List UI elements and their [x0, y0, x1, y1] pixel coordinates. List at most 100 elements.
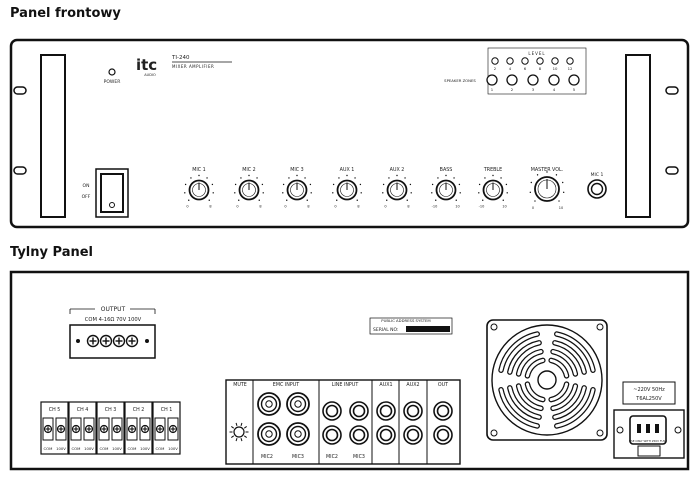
channel-100v-label: 100V: [168, 446, 178, 451]
power-socket-note: USE ONLY WITH 250V FUSE: [629, 439, 667, 443]
knob-tick: [198, 174, 200, 177]
level-led: [551, 57, 559, 65]
knob-tick: [332, 192, 334, 194]
knob-tick: [506, 192, 508, 194]
knob-tick: [359, 183, 362, 186]
level-value: 6: [524, 66, 527, 71]
speaker-zone-button[interactable]: [506, 74, 518, 86]
fan-slot-inner: [517, 384, 543, 410]
knob-tick: [360, 192, 362, 194]
speaker-zone-button[interactable]: [548, 74, 560, 86]
fan-slot-inner: [549, 382, 569, 402]
rca-jack-inner: [325, 428, 339, 442]
knob-label: MASTER VOL.: [531, 167, 563, 173]
pa-system-label: PUBLIC ADDRESS SYSTEM: [381, 318, 430, 323]
mute-dial-tick: [240, 422, 243, 426]
rca-jack-inner: [352, 428, 366, 442]
zone-block-outline: [487, 47, 587, 95]
knob-tick: [396, 174, 398, 177]
knob-tick: [286, 199, 288, 201]
knob-tick: [310, 192, 312, 194]
level-led: [506, 57, 514, 65]
knob-tick: [492, 174, 494, 177]
fan-slot-inner: [553, 341, 586, 374]
level-value: 4: [509, 66, 512, 71]
power-led: [108, 68, 116, 76]
mute-dial[interactable]: [233, 426, 245, 438]
fan-ring-outer: [491, 324, 603, 436]
fan-slot-inner: [508, 386, 541, 419]
line-mic2-label: MIC2: [326, 454, 338, 460]
xlr-jack-core: [294, 400, 302, 408]
channel-com-label: COM: [156, 446, 165, 451]
knob-min-label: -10: [432, 205, 438, 209]
power-switch[interactable]: [100, 173, 124, 213]
knob-tick: [459, 192, 461, 194]
knob-max-label: 10: [455, 205, 459, 209]
line-input-label: LINE INPUT: [332, 382, 359, 388]
level-label: LEVEL: [528, 51, 545, 56]
level-value: 2: [494, 66, 497, 71]
rca-jack-inner: [379, 428, 393, 442]
knob-tick: [356, 199, 358, 201]
knob-tick: [306, 199, 308, 201]
knob-tick: [212, 192, 214, 194]
knob-tick: [482, 199, 484, 201]
knob-tick: [435, 199, 437, 201]
fan-slot-inner: [525, 358, 545, 378]
knob-tick: [336, 199, 338, 201]
knob-tick: [455, 199, 457, 201]
iec-pin: [637, 424, 641, 433]
mic3-label: MIC3: [292, 454, 304, 460]
speaker-zone-button[interactable]: [486, 74, 498, 86]
fuse-label: T6AL250V: [635, 396, 662, 402]
xlr-jack-core: [265, 400, 273, 408]
mute-label: MUTE: [233, 382, 247, 388]
knob-tick: [282, 183, 285, 186]
knob-tick: [309, 183, 312, 186]
fan-slot-inner: [508, 341, 541, 374]
rca-jack-inner: [352, 404, 366, 418]
fan-hub: [537, 370, 557, 390]
knob-tick: [208, 199, 210, 201]
model-description: MIXER AMPLIFIER: [172, 64, 214, 69]
knob-max-label: 8: [259, 205, 261, 209]
knob-tick: [261, 183, 264, 186]
knob-tick: [190, 177, 192, 179]
knob-tick: [536, 174, 539, 176]
speaker-zone-button[interactable]: [568, 74, 580, 86]
fan-screw: [596, 323, 604, 331]
rca-jack-inner: [406, 404, 420, 418]
channel-label: CH 5: [49, 407, 61, 413]
plate-screw: [145, 339, 149, 343]
level-led: [536, 57, 544, 65]
fan-slot-inner: [525, 382, 545, 402]
rack-hole: [665, 166, 679, 175]
fan-screw: [490, 429, 498, 437]
fuse-holder[interactable]: [637, 445, 661, 457]
knob-tick: [206, 177, 208, 179]
channel-label: CH 3: [105, 407, 117, 413]
mic2-label: MIC2: [261, 454, 273, 460]
level-led: [491, 57, 499, 65]
itc-logo: itc AUDIO: [136, 56, 157, 77]
speaker-zones-label: SPEAKER ZONES: [444, 78, 476, 83]
emc-input-label: EMC INPUT: [273, 382, 299, 388]
voltage-label: ~220V 50Hz: [633, 387, 665, 393]
speaker-zone-button[interactable]: [527, 74, 539, 86]
knob-tick: [431, 183, 434, 186]
zone-number: 1: [491, 87, 494, 92]
knob-tick: [555, 174, 558, 176]
fan-screw: [596, 429, 604, 437]
serial-label: SERIAL NO:: [373, 327, 399, 333]
knob-tick: [409, 183, 412, 186]
knob-tick: [382, 192, 384, 194]
mic-jack-label: MIC 1: [591, 172, 604, 178]
knob-min-label: -10: [479, 205, 485, 209]
left-rack-handle: [40, 54, 66, 218]
knob-max-label: 8: [407, 205, 409, 209]
rack-hole: [13, 86, 27, 95]
knob-tick: [211, 183, 214, 186]
knob-tick: [406, 199, 408, 201]
iec-pin: [646, 424, 650, 433]
